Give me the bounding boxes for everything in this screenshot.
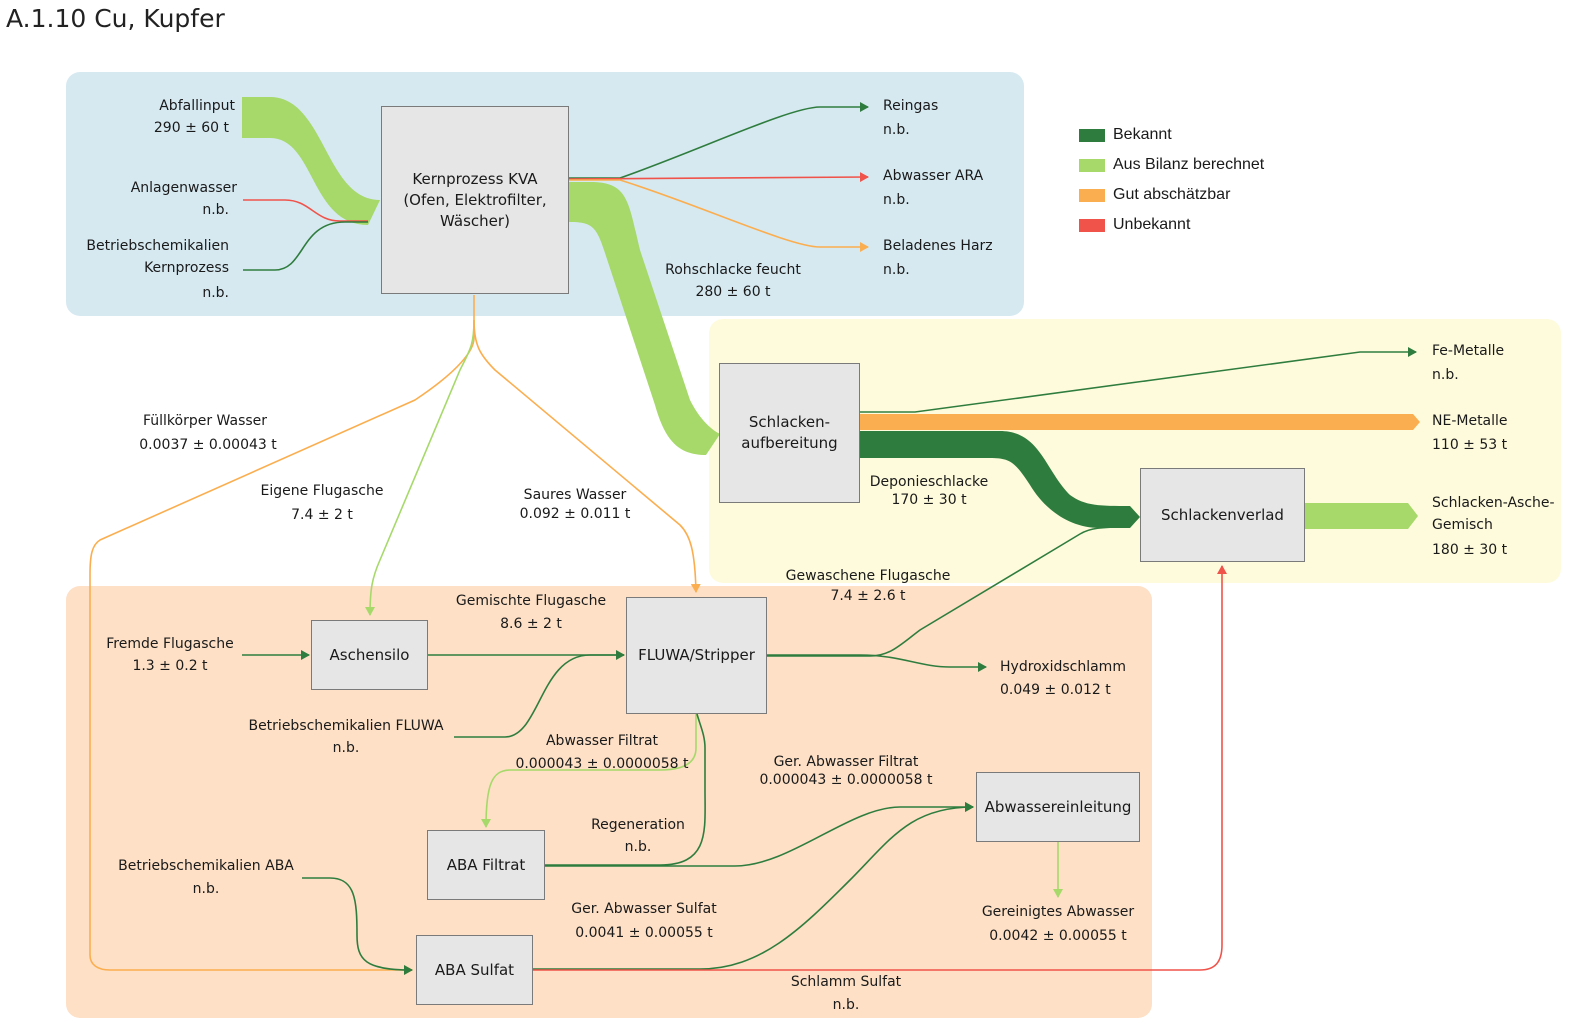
- flow-schlamm-sulfat: [533, 565, 1227, 971]
- legend-label: Aus Bilanz berechnet: [1113, 156, 1265, 173]
- legend: Bekannt Aus Bilanz berechnet Gut abschät…: [1079, 120, 1264, 240]
- region-flugasche: [66, 586, 1152, 1018]
- process-aba-filtrat[interactable]: ABA Filtrat: [427, 830, 545, 900]
- flow-abwasser-filtrat: [481, 714, 697, 828]
- flow-betriebschemikalien-aba: [302, 877, 413, 975]
- process-aba-sulfat[interactable]: ABA Sulfat: [416, 935, 533, 1005]
- flow-gewaschene-flugasche: [767, 526, 1131, 657]
- flow-beladenes-harz: [569, 179, 869, 252]
- flow-anlagenwasser: [243, 199, 368, 222]
- legend-item-gut-abschaetzbar: Gut abschätzbar: [1079, 180, 1264, 210]
- page-title: A.1.10 Cu, Kupfer: [6, 4, 225, 33]
- legend-swatch: [1079, 218, 1105, 232]
- legend-label: Unbekannt: [1113, 216, 1191, 233]
- legend-item-bekannt: Bekannt: [1079, 120, 1264, 150]
- legend-item-unbekannt: Unbekannt: [1079, 210, 1264, 240]
- process-schlackenverlad[interactable]: Schlackenverlad: [1140, 468, 1305, 562]
- legend-swatch: [1079, 128, 1105, 142]
- flow-betriebschemikalien-fluwa: [454, 654, 624, 738]
- flow-regeneration: [545, 713, 706, 866]
- flow-rohschlacke: [569, 182, 720, 455]
- flow-eigene-flugasche: [365, 319, 475, 616]
- flow-hydroxidschlamm: [767, 654, 987, 672]
- flow-saures-wasser: [473, 319, 701, 593]
- legend-swatch: [1079, 188, 1105, 202]
- flow-ger-abwasser-filtrat: [545, 802, 974, 867]
- flow-ger-abwasser-sulfat: [533, 802, 974, 970]
- flow-betriebschemikalien-kern: [243, 221, 368, 271]
- flow-abfallinput: [242, 97, 380, 225]
- flow-ne-metalle: [860, 414, 1420, 430]
- process-abwassereinleitung[interactable]: Abwassereinleitung: [976, 772, 1140, 842]
- legend-label: Gut abschätzbar: [1113, 186, 1231, 203]
- flow-fe-metalle: [860, 347, 1417, 413]
- legend-swatch: [1079, 158, 1105, 172]
- flow-abwasser-ara: [568, 172, 869, 183]
- process-kernprozess-kva[interactable]: Kernprozess KVA (Ofen, Elektrofilter, Wä…: [381, 106, 569, 294]
- process-aschensilo[interactable]: Aschensilo: [311, 620, 428, 690]
- process-fluwa-stripper[interactable]: FLUWA/Stripper: [626, 597, 767, 714]
- process-schlackenaufbereitung[interactable]: Schlacken- aufbereitung: [719, 363, 860, 503]
- legend-item-aus-bilanz: Aus Bilanz berechnet: [1079, 150, 1264, 180]
- flow-reingas: [569, 102, 869, 179]
- flow-schlacken-asche: [1305, 503, 1418, 529]
- flow-deponieschlacke: [860, 431, 1140, 528]
- legend-label: Bekannt: [1113, 126, 1172, 143]
